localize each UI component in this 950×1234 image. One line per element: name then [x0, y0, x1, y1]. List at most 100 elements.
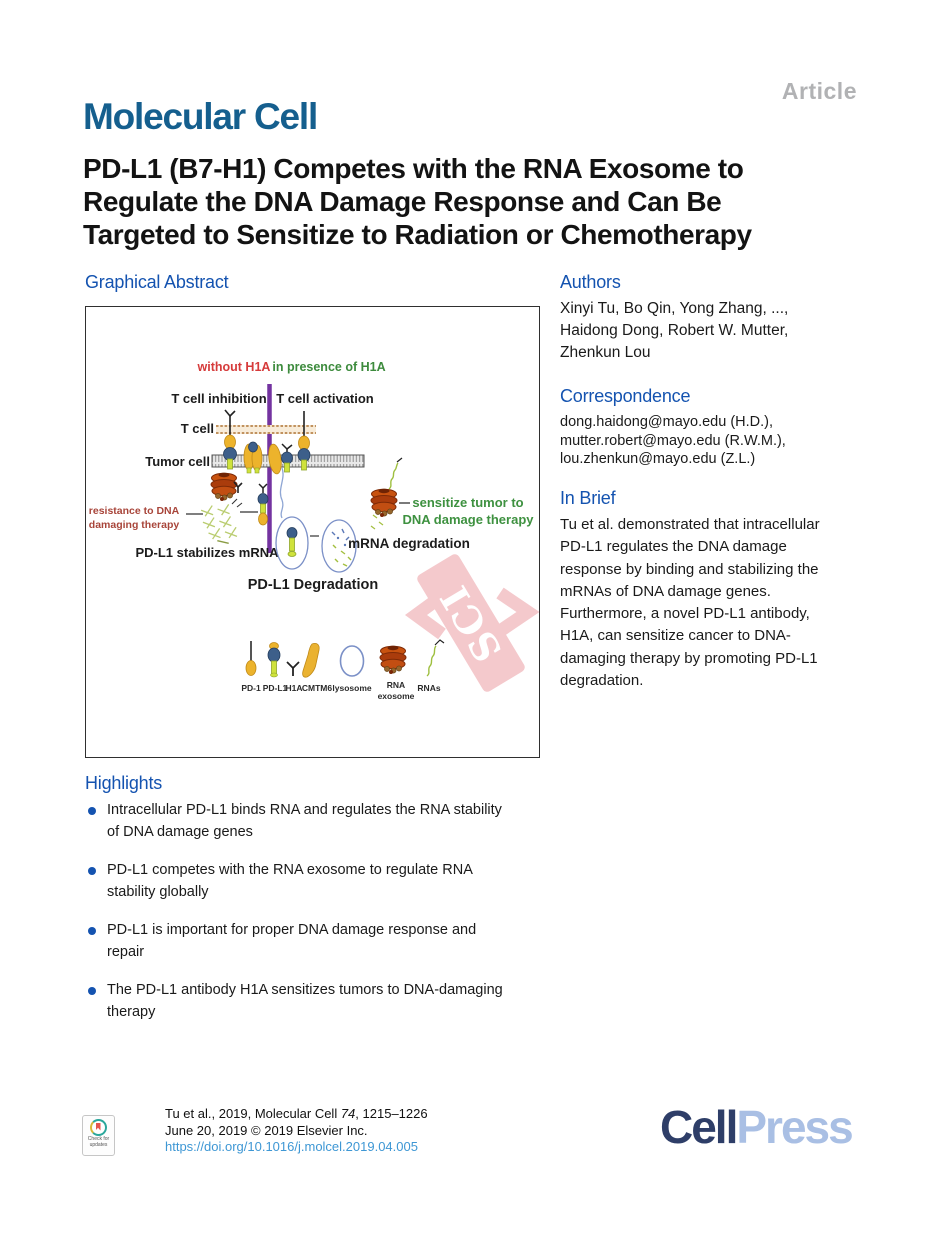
authors-line: Haidong Dong, Robert W. Mutter, [560, 322, 789, 339]
condition-with-h1a-label: in presence of H1A [272, 360, 385, 374]
t-cell-activation-label: T cell activation [276, 391, 374, 406]
resistance-label-line1: resistance to DNA [89, 505, 180, 517]
legend-cmtm6-icon [302, 642, 320, 678]
legend-pdl1-icon [267, 642, 281, 678]
cmtm6-complex [243, 441, 263, 474]
graphical-abstract-figure: SCI without H1A in presence of H1A T cel… [85, 306, 540, 758]
tumor-cell-label: Tumor cell [145, 454, 210, 469]
watermark-right-chevron-icon [496, 587, 540, 637]
rna-exosome-left [210, 472, 238, 502]
in-brief-line: degradation. [560, 672, 644, 690]
sensitize-label-line1: sensitize tumor to [412, 495, 523, 510]
correspondence-email: mutter.robert@mayo.edu (R.W.M.), [560, 432, 786, 449]
paper-title-line-1: PD-L1 (B7-H1) Competes with the RNA Exos… [83, 153, 744, 184]
in-brief-heading: In Brief [560, 488, 616, 508]
highlight-item: The PD-L1 antibody H1A sensitizes tumors… [85, 980, 555, 1023]
cellpress-logo-press: Press [736, 1101, 853, 1153]
correspondence-email: lou.zhenkun@mayo.edu (Z.L.) [560, 451, 756, 467]
highlight-line: stability globally [107, 883, 209, 900]
pdl1-degradation-label: PD-L1 Degradation [248, 577, 379, 593]
badge-label-line1: Check for [87, 1136, 110, 1142]
highlight-line: repair [107, 943, 145, 960]
pd1-pdl1-complex-inhibition [223, 409, 237, 470]
pdl1-binding-mrna [257, 483, 269, 526]
bullet-icon [88, 927, 96, 935]
in-brief-line: response by binding and stabilizing the [560, 560, 819, 578]
legend-label-rnas: RNAs [417, 683, 440, 693]
legend-rnas-icon [426, 639, 445, 677]
legend-label-pd1: PD-1 [241, 683, 261, 693]
paper-title: PD-L1 (B7-H1) Competes with the RNA Exos… [83, 152, 873, 251]
rna-exosome-right [370, 488, 398, 518]
damage-ticks [231, 498, 243, 508]
internalization-path [279, 467, 284, 519]
figure-legend: PD-1 PD-L1 H1A CMTM6 lysosome RNA exosom… [241, 639, 445, 701]
h1a-antibody-icon [233, 481, 243, 493]
authors-line: Xinyi Tu, Bo Qin, Yong Zhang, ..., [560, 300, 789, 317]
cmtm6-blob [268, 443, 282, 475]
legend-h1a-icon [286, 661, 300, 676]
t-cell-membrane [216, 425, 316, 434]
citation-volume: 74 [340, 1106, 356, 1121]
article-type-label: Article [781, 78, 857, 104]
bookmark-icon [95, 1122, 101, 1131]
legend-label-pdl1: PD-L1 [263, 683, 288, 693]
paper-title-line-3: Targeted to Sensitize to Radiation or Ch… [83, 219, 752, 250]
doi-link[interactable]: https://doi.org/10.1016/j.molcel.2019.04… [165, 1139, 418, 1154]
authors-heading: Authors [560, 272, 621, 292]
highlight-item: Intracellular PD-L1 binds RNA and regula… [85, 800, 555, 843]
mrna-lattice [200, 504, 238, 544]
authors-list: Xinyi Tu, Bo Qin, Yong Zhang, ..., Haido… [560, 298, 870, 364]
in-brief-line: mRNAs of DNA damage genes. [560, 582, 771, 600]
sensitize-label-line2: DNA damage therapy [403, 512, 535, 527]
highlight-line: PD-L1 competes with the RNA exosome to r… [107, 862, 473, 878]
correspondence-email: dong.haidong@mayo.edu (H.D.), [560, 414, 774, 430]
check-for-updates-badge[interactable]: Check for updates [82, 1115, 115, 1156]
highlight-line: PD-L1 is important for proper DNA damage… [107, 922, 477, 938]
journal-logo: Molecular Cell [83, 96, 318, 137]
highlight-line: of DNA damage genes [107, 823, 253, 840]
graphical-abstract-heading: Graphical Abstract [85, 272, 229, 292]
in-brief-line: Furthermore, a novel PD-L1 antibody, [560, 605, 810, 623]
legend-label-lysosome: lysosome [332, 683, 371, 693]
condition-without-h1a-label: without H1A [197, 360, 271, 374]
t-cell-inhibition-label: T cell inhibition [171, 391, 266, 406]
authors-line: Zhenkun Lou [560, 344, 651, 361]
lysosome-with-pdl1 [275, 516, 309, 570]
correspondence-list: dong.haidong@mayo.edu (H.D.), mutter.rob… [560, 413, 870, 469]
in-brief-line: PD-L1 regulates the DNA damage [560, 538, 787, 556]
highlights-list: Intracellular PD-L1 binds RNA and regula… [85, 800, 555, 1040]
in-brief-text: Tu et al. demonstrated that intracellula… [560, 514, 870, 692]
legend-rna-exosome-icon [379, 645, 407, 675]
highlight-item: PD-L1 is important for proper DNA damage… [85, 920, 555, 963]
graphical-abstract-svg: SCI without H1A in presence of H1A T cel… [89, 360, 540, 701]
legend-pd1-icon [245, 641, 257, 676]
highlight-line: Intracellular PD-L1 binds RNA and regula… [107, 802, 502, 818]
highlight-line: therapy [107, 1003, 156, 1020]
legend-label-exosome: exosome [378, 691, 415, 701]
in-brief-line: damaging therapy by promoting PD-L1 [560, 649, 818, 667]
rna-squiggle [388, 462, 399, 490]
bullet-icon [88, 987, 96, 995]
h1a-bound-pdl1 [281, 443, 293, 473]
citation-suffix: , 1215–1226 [355, 1106, 428, 1121]
bullet-icon [88, 867, 96, 875]
degraded-rna-bits [370, 514, 384, 530]
stabilizes-mrna-label: PD-L1 stabilizes mRNA [135, 545, 279, 560]
legend-lysosome-icon [339, 645, 365, 677]
mrna-degradation-label: mRNA degradation [348, 536, 470, 551]
correspondence-heading: Correspondence [560, 386, 691, 406]
cellpress-logo-cell: Cell [660, 1101, 738, 1153]
badge-label-line2: updates [89, 1141, 108, 1148]
cellpress-logo: CellPress [660, 1100, 854, 1154]
pd1-pdl1-complex-activation [297, 411, 311, 471]
highlights-heading: Highlights [85, 773, 163, 793]
legend-label-cmtm6: CMTM6 [302, 683, 332, 693]
watermark-stamp: SCI [404, 554, 540, 692]
bullet-icon [88, 807, 96, 815]
in-brief-line: Tu et al. demonstrated that intracellula… [560, 516, 820, 533]
citation-prefix: Tu et al., 2019, Molecular Cell [165, 1106, 341, 1121]
citation-block: Tu et al., 2019, Molecular Cell 74, 1215… [165, 1106, 428, 1156]
legend-label-h1a: H1A [285, 683, 302, 693]
